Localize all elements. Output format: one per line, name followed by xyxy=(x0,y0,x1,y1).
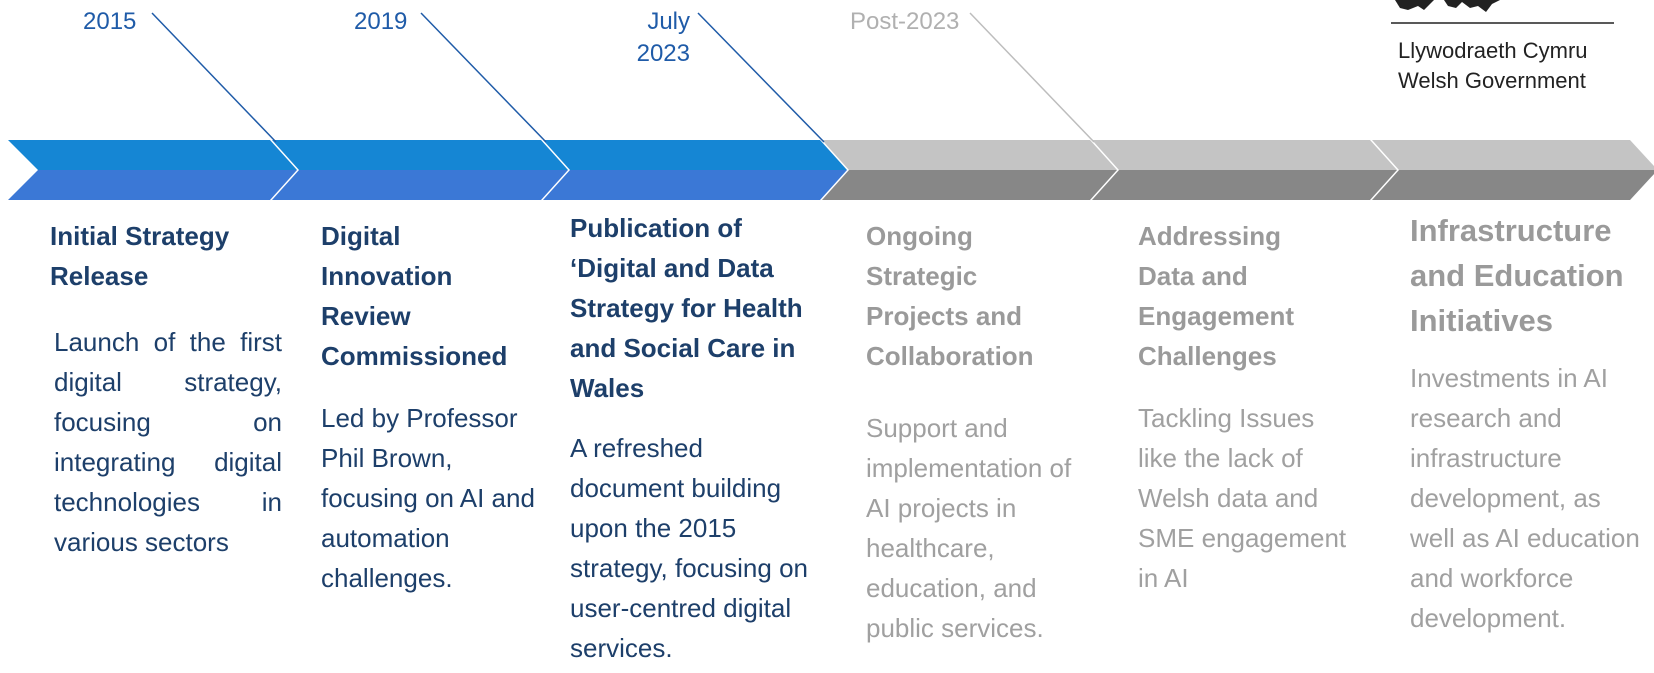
leader-line-post-2023 xyxy=(969,12,1095,143)
brand-name-english: Welsh Government xyxy=(1398,68,1586,93)
milestone-title-4: Ongoing Strategic Projects and Collabora… xyxy=(866,221,1034,371)
leader-line-2015 xyxy=(151,12,277,143)
welsh-government-logo-mark xyxy=(1391,0,1614,24)
chevron-2-bottom xyxy=(272,170,568,200)
year-label-3: July 2023 xyxy=(636,8,690,67)
chevron-3-top xyxy=(543,140,847,170)
milestone-description-1: Launch of the first digital strategy, fo… xyxy=(54,327,282,557)
chevron-2-top xyxy=(272,140,568,170)
year-label-2: 2019 xyxy=(354,8,408,35)
timeline-chevrons xyxy=(8,140,1654,200)
chevron-5-top xyxy=(1092,140,1397,170)
leader-line-2023 xyxy=(697,12,825,143)
milestone-title-1: Initial Strategy Release xyxy=(50,221,230,291)
chevron-5-bottom xyxy=(1092,170,1397,200)
chevron-4-bottom xyxy=(822,170,1117,200)
chevron-4-top xyxy=(822,140,1117,170)
milestone-description-6: Investments in AI research and infrastru… xyxy=(1410,363,1640,633)
milestone-title-6: Infrastructure and Education Initiatives xyxy=(1410,213,1624,338)
chevron-1-bottom xyxy=(8,170,297,200)
milestone-title-5: Addressing Data and Engagement Challenge… xyxy=(1138,221,1295,371)
milestone-description-2: Led by Professor Phil Brown, focusing on… xyxy=(321,403,535,593)
milestone-description-4: Support and implementation of AI project… xyxy=(866,413,1072,643)
brand-name-welsh: Llywodraeth Cymru xyxy=(1398,38,1588,63)
leader-lines xyxy=(151,12,1095,143)
year-label-4: Post-2023 xyxy=(850,8,960,35)
leader-line-2019 xyxy=(420,12,547,143)
chevron-1-top xyxy=(8,140,297,170)
chevron-3-bottom xyxy=(543,170,847,200)
milestone-title-3: Publication of ‘Digital and Data Strateg… xyxy=(570,213,803,403)
milestone-description-5: Tackling Issues like the lack of Welsh d… xyxy=(1138,403,1347,593)
milestone-description-3: A refreshed document building upon the 2… xyxy=(570,433,808,663)
year-label-1: 2015 xyxy=(83,8,137,35)
milestone-title-2: Digital Innovation Review Commissioned xyxy=(321,221,508,371)
chevron-6-bottom xyxy=(1372,170,1654,200)
